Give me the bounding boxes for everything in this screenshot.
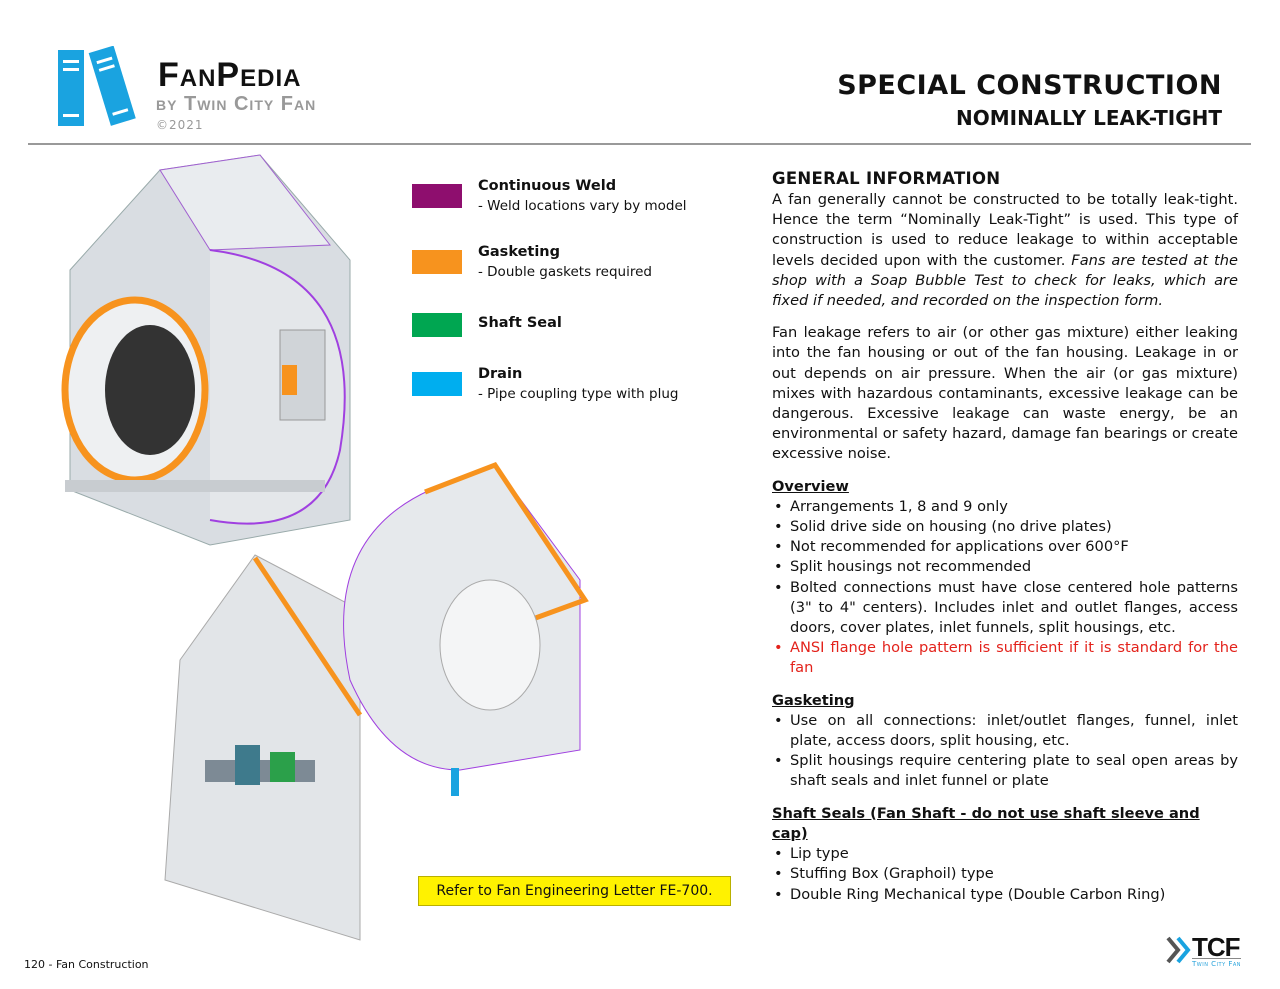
logo-subtitle: by Twin City Fan xyxy=(156,93,317,115)
split-housing-illustration xyxy=(164,461,589,941)
tcf-logo-text: TCF xyxy=(1192,932,1241,962)
tcf-logo-subtitle: Twin City Fan xyxy=(1192,958,1242,968)
general-heading: GENERAL INFORMATION xyxy=(772,169,1001,188)
list-item: Bolted connections must have close cente… xyxy=(772,578,1238,639)
page-footer: 120 - Fan Construction xyxy=(24,958,149,971)
drain-swatch xyxy=(412,372,462,396)
legend-label: Gasketing xyxy=(478,244,561,260)
p1-text: A fan generally cannot be constructed to… xyxy=(772,191,1238,269)
legend-item-shaft-seal: Shaft Seal xyxy=(412,313,712,343)
info-column: GENERAL INFORMATION A fan generally cann… xyxy=(772,168,1238,917)
legend-sublabel: - Double gaskets required xyxy=(478,264,652,280)
legend-item-weld: Continuous Weld - Weld locations vary by… xyxy=(412,178,712,224)
list-item: Lip type xyxy=(772,844,1238,864)
reference-note: Refer to Fan Engineering Letter FE-700. xyxy=(418,876,731,906)
legend-item-gasketing: Gasketing - Double gaskets required xyxy=(412,244,712,290)
legend-sublabel: - Weld locations vary by model xyxy=(478,198,687,214)
shaft-seals-list: Lip type Stuffing Box (Graphoil) type Do… xyxy=(772,844,1238,905)
list-item: Solid drive side on housing (no drive pl… xyxy=(772,517,1238,537)
general-paragraph: A fan generally cannot be constructed to… xyxy=(772,190,1238,311)
list-item: Double Ring Mechanical type (Double Carb… xyxy=(772,885,1238,905)
list-item: Arrangements 1, 8 and 9 only xyxy=(772,497,1238,517)
legend-label: Continuous Weld xyxy=(478,178,617,194)
list-item: Not recommended for applications over 60… xyxy=(772,537,1238,557)
list-item: Split housings not recommended xyxy=(772,557,1238,577)
list-item-highlight: ANSI flange hole pattern is sufficient i… xyxy=(772,638,1238,678)
list-item: Stuffing Box (Graphoil) type xyxy=(772,864,1238,884)
logo-copyright: ©2021 xyxy=(156,118,204,132)
page-title: SPECIAL CONSTRUCTION xyxy=(837,70,1222,101)
legend-label: Drain xyxy=(478,366,523,382)
overview-list: Arrangements 1, 8 and 9 only Solid drive… xyxy=(772,497,1238,679)
legend-item-drain: Drain - Pipe coupling type with plug xyxy=(412,366,712,412)
logo-title: FanPedia xyxy=(158,56,302,94)
gasketing-list: Use on all connections: inlet/outlet fla… xyxy=(772,711,1238,792)
list-item: Use on all connections: inlet/outlet fla… xyxy=(772,711,1238,751)
fan-assembly-illustration xyxy=(61,154,351,546)
gasketing-heading: Gasketing xyxy=(772,691,855,709)
header-divider xyxy=(28,143,1251,145)
legend-label: Shaft Seal xyxy=(478,315,562,331)
legend-sublabel: - Pipe coupling type with plug xyxy=(478,386,679,402)
shaft-seals-heading: Shaft Seals (Fan Shaft - do not use shaf… xyxy=(772,804,1200,842)
overview-heading: Overview xyxy=(772,477,849,495)
weld-swatch xyxy=(412,184,462,208)
chevron-logo-icon xyxy=(1166,936,1191,964)
list-item: Split housings require centering plate t… xyxy=(772,751,1238,791)
page-subtitle: NOMINALLY LEAK-TIGHT xyxy=(955,106,1222,130)
leakage-paragraph: Fan leakage refers to air (or other gas … xyxy=(772,324,1238,463)
p1-italic: Fans are tested at the shop with a Soap … xyxy=(772,251,1238,310)
gasket-swatch xyxy=(412,250,462,274)
shaft-seal-swatch xyxy=(412,313,462,337)
books-logo-icon xyxy=(58,46,136,126)
